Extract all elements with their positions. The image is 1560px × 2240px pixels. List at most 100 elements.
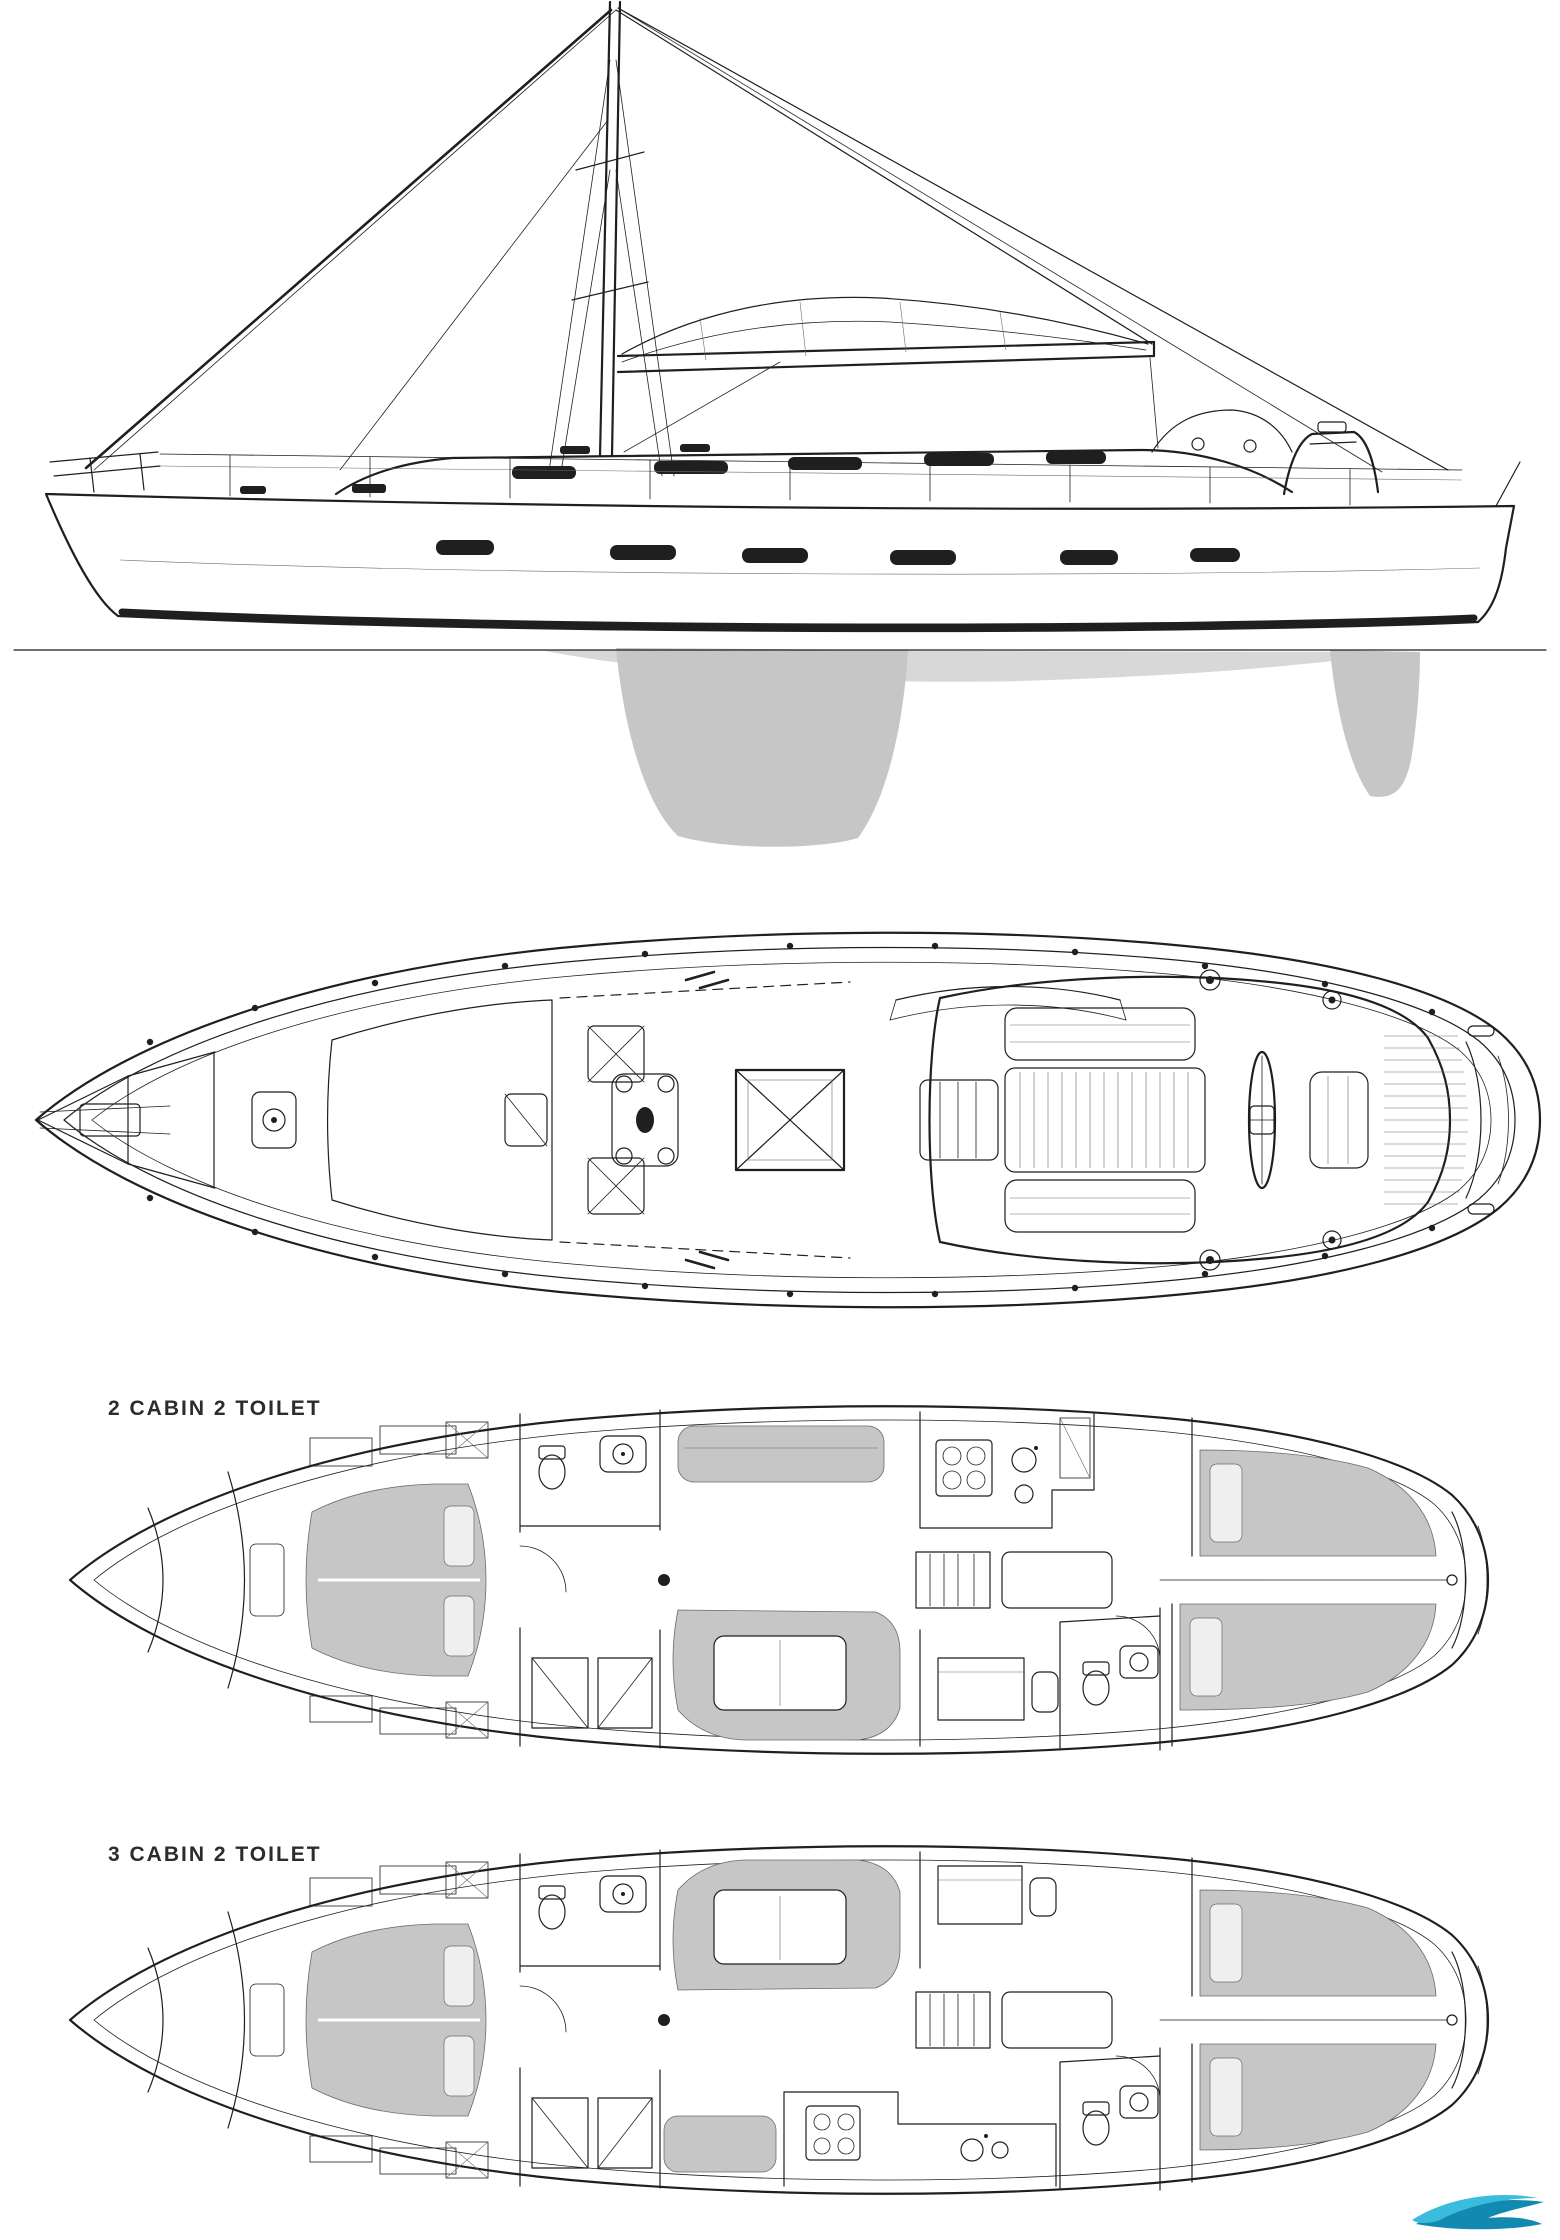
- mast-station: [611, 1073, 679, 1167]
- sink: [960, 2138, 984, 2162]
- owner-cabin: [249, 1861, 489, 2179]
- bow-pulpit-plan: [37, 1051, 216, 1189]
- saloon: [658, 1859, 901, 2173]
- companionway-steps: [915, 1551, 991, 1609]
- cockpit-footwell: [1004, 1067, 1206, 1173]
- boot-stripe: [118, 608, 1478, 631]
- watermark-wave-logo: [1410, 2188, 1550, 2234]
- forward-head: [519, 1875, 661, 1967]
- nav-station: [937, 1865, 1057, 1925]
- coachroof: [334, 448, 1294, 496]
- mainsheet: [1149, 357, 1159, 449]
- fore-hatches: [504, 1025, 645, 1215]
- hull-side-profile: [44, 409, 1521, 633]
- companionway: [919, 1079, 999, 1161]
- aft-berth-port: [1199, 1449, 1437, 1557]
- keel-shadow: [616, 648, 908, 847]
- transom-line: [1451, 1511, 1467, 1649]
- toe-rail: [63, 946, 1516, 1294]
- cove-stripe: [119, 559, 1481, 575]
- rigging-lines: [84, 7, 1449, 479]
- rudder-shadow: [1330, 650, 1420, 797]
- saloon: [658, 1425, 901, 1741]
- bow-pulpit: [49, 451, 161, 493]
- genoa-track-starboard: [559, 1241, 851, 1259]
- sail-locker-hatch: [326, 999, 553, 1241]
- sink-unit: [599, 1875, 647, 1913]
- stove: [805, 2105, 861, 2161]
- lifelines: [159, 453, 1463, 506]
- interior-layout-2-cabin: [0, 1360, 1560, 1800]
- sprayhood: [1151, 409, 1293, 453]
- galley: [783, 2091, 1057, 2187]
- nav-station: [937, 1657, 1059, 1721]
- hull-deck-outline: [34, 931, 1542, 1309]
- cockpit: [928, 975, 1452, 1265]
- transom-line: [1451, 1951, 1467, 2089]
- toilet: [1082, 1670, 1110, 1706]
- layout-2-cabin-label: 2 CABIN 2 TOILET: [108, 1397, 322, 1420]
- toilet: [538, 1894, 566, 1930]
- bulkheads: [519, 1409, 1193, 1751]
- underwater-shading: [540, 648, 1420, 847]
- hull-portlights: [436, 540, 1240, 565]
- boom-vang: [623, 361, 781, 453]
- transom-detail: [1465, 1025, 1509, 1215]
- door-arc: [519, 1545, 567, 1593]
- chain-locker-bulkhead: [147, 1947, 164, 2093]
- aft-berth-port: [1199, 1889, 1437, 1997]
- sink-unit: [1119, 1645, 1159, 1679]
- aft-cabins: [1159, 1889, 1458, 2151]
- flag-staff: [1495, 461, 1521, 507]
- engine-box: [1001, 1991, 1113, 2049]
- aft-cabins: [1159, 1449, 1458, 1711]
- saloon-hatch: [734, 1068, 846, 1172]
- bulkheads: [519, 1849, 1193, 2191]
- aft-berth-starboard: [1199, 2043, 1437, 2151]
- stanchion-dots: [146, 942, 1436, 1298]
- deck-hatches: [240, 444, 710, 494]
- mast-and-boom: [571, 0, 1159, 458]
- interior-layout-3-cabin: [0, 1800, 1560, 2240]
- cockpit-winch: [1191, 437, 1205, 451]
- engine-box: [1001, 1551, 1113, 1609]
- chainplates: [684, 970, 730, 1270]
- coachroof-windows: [512, 451, 1106, 479]
- wardrobes: [531, 1657, 653, 1729]
- chain-locker-bulkhead: [147, 1507, 164, 1653]
- companionway-steps: [915, 1991, 991, 2049]
- sail-plan-side-view: [0, 0, 1560, 860]
- owner-cabin: [249, 1421, 489, 1739]
- aft-head: [1059, 2055, 1161, 2146]
- galley: [919, 1411, 1095, 1529]
- windlass: [251, 1091, 297, 1149]
- steering-wheel: [1247, 1050, 1277, 1190]
- door-arc: [519, 1985, 567, 2033]
- cockpit-winch: [1243, 439, 1257, 453]
- genoa-track-port: [559, 981, 851, 999]
- gunwale-line: [91, 961, 1492, 1279]
- aft-head: [1059, 1615, 1161, 1706]
- cockpit-coaming: [928, 975, 1452, 1265]
- toilet: [538, 1454, 566, 1490]
- aft-deck-teak: [1384, 1035, 1468, 1205]
- sink-unit: [599, 1435, 647, 1473]
- layout-3-cabin-label: 3 CABIN 2 TOILET: [108, 1843, 322, 1866]
- cockpit-sole-teak: [1019, 1072, 1189, 1168]
- mast-post: [658, 2014, 670, 2026]
- deck-plan-view: [0, 880, 1560, 1360]
- mast-post: [658, 1574, 670, 1586]
- stove: [935, 1439, 993, 1497]
- flaked-mainsail: [621, 296, 1149, 355]
- settee-straight: [663, 2115, 777, 2173]
- sink-unit: [1119, 2085, 1159, 2119]
- wardrobes: [531, 2097, 653, 2169]
- sink: [1011, 1447, 1037, 1473]
- toilet: [1082, 2110, 1110, 2146]
- settee-straight: [677, 1425, 885, 1483]
- fridge: [1059, 1417, 1091, 1479]
- helm-seat: [1309, 1071, 1369, 1169]
- cockpit-winches: [1199, 969, 1342, 1271]
- forward-head: [519, 1435, 661, 1527]
